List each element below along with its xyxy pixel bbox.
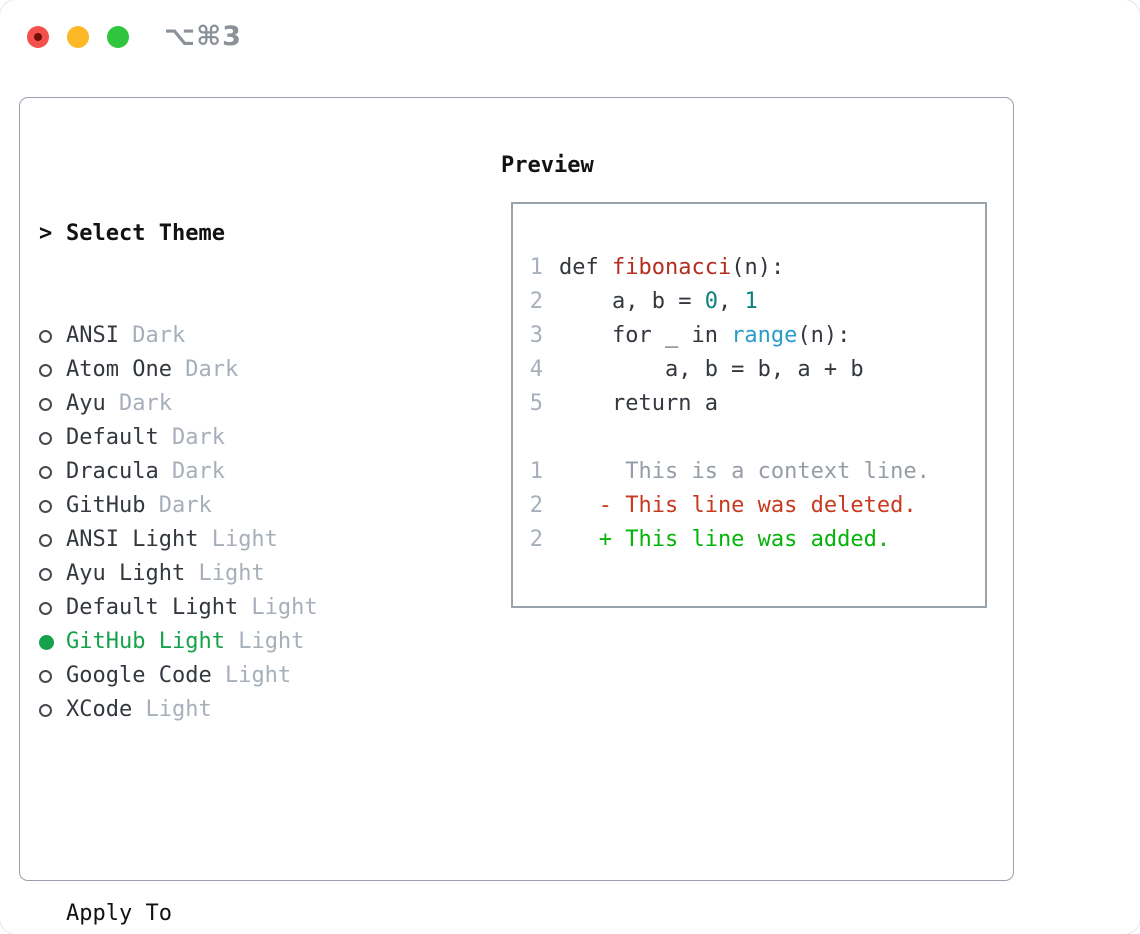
theme-list-header: > Select Theme bbox=[39, 217, 444, 251]
option-variant-label: Dark bbox=[158, 459, 225, 484]
theme-list-title: Select Theme bbox=[66, 221, 225, 246]
option-variant-label: Light bbox=[198, 527, 278, 552]
line-number: 2 bbox=[529, 493, 543, 518]
code-segment-plain: (n): bbox=[797, 323, 851, 348]
code-line: 1 def fibonacci(n): bbox=[529, 251, 985, 285]
option-label: Ayu bbox=[66, 391, 106, 416]
line-number: 3 bbox=[529, 323, 543, 348]
line-number: 5 bbox=[529, 391, 543, 416]
radio-selected-icon bbox=[39, 634, 54, 650]
option-label: GitHub bbox=[66, 493, 146, 518]
code-segment-plain: return a bbox=[559, 391, 718, 416]
line-number: 2 bbox=[529, 527, 543, 552]
code-segment-plain: a, b = b, a + b bbox=[559, 357, 864, 382]
code-line: 2 a, b = 0, 1 bbox=[529, 285, 985, 319]
theme-option-github[interactable]: GitHub Dark bbox=[39, 489, 444, 523]
selection-cursor-icon: > bbox=[39, 221, 53, 246]
radio-unselected-icon bbox=[39, 533, 52, 547]
minimize-button[interactable] bbox=[67, 26, 89, 48]
code-segment-context: This is a context line. bbox=[559, 459, 930, 484]
theme-option-default[interactable]: Default Dark bbox=[39, 421, 444, 455]
code-line: 5 return a bbox=[529, 387, 985, 421]
theme-option-xcode[interactable]: XCode Light bbox=[39, 693, 444, 727]
line-number: 4 bbox=[529, 357, 543, 382]
radio-unselected-icon bbox=[39, 499, 52, 513]
option-variant-label: Dark bbox=[171, 357, 239, 382]
apply-to-title: Apply To bbox=[66, 901, 172, 926]
option-label: Default bbox=[66, 425, 159, 450]
code-segment-plain: (n): bbox=[731, 255, 785, 280]
code-segment-deleted: - This line was deleted. bbox=[559, 493, 917, 518]
option-variant-label: Dark bbox=[105, 391, 172, 416]
theme-option-github-light[interactable]: GitHub Light Light bbox=[39, 625, 444, 659]
code-line: 4 a, b = b, a + b bbox=[529, 353, 985, 387]
code-line: 2 - This line was deleted. bbox=[529, 489, 985, 523]
theme-option-ayu[interactable]: Ayu Dark bbox=[39, 387, 444, 421]
code-segment-builtin: range bbox=[731, 323, 798, 348]
option-label: Google Code bbox=[66, 663, 212, 688]
radio-unselected-icon bbox=[39, 363, 52, 377]
option-variant-label: Light bbox=[238, 595, 318, 620]
radio-unselected-icon bbox=[39, 601, 52, 615]
window-shortcut-label: ⌥⌘3 bbox=[164, 21, 242, 52]
option-label: ANSI bbox=[66, 323, 119, 348]
line-number bbox=[529, 421, 543, 455]
theme-option-default-light[interactable]: Default Light Light bbox=[39, 591, 444, 625]
theme-option-google-code[interactable]: Google Code Light bbox=[39, 659, 444, 693]
spacer bbox=[39, 795, 444, 829]
code-segment-plain: def bbox=[559, 255, 612, 280]
line-number: 1 bbox=[529, 255, 543, 280]
theme-option-ansi-light[interactable]: ANSI Light Light bbox=[39, 523, 444, 557]
option-variant-label: Dark bbox=[158, 425, 225, 450]
code-segment-added: + This line was added. bbox=[559, 527, 891, 552]
theme-option-atom-one[interactable]: Atom One Dark bbox=[39, 353, 444, 387]
radio-unselected-icon bbox=[39, 669, 52, 683]
option-variant-label: Dark bbox=[145, 493, 212, 518]
option-label: Default Light bbox=[66, 595, 239, 620]
close-dot-icon bbox=[34, 33, 42, 41]
code-segment-number: 0 bbox=[704, 289, 718, 314]
code-segment-plain: for _ in bbox=[559, 323, 732, 348]
radio-unselected-icon bbox=[39, 329, 52, 343]
code-blank-line bbox=[529, 421, 985, 455]
option-label: Ayu Light bbox=[66, 561, 186, 586]
close-button[interactable] bbox=[27, 26, 49, 48]
option-variant-label: Light bbox=[185, 561, 265, 586]
code-segment-function: fibonacci bbox=[611, 255, 732, 280]
option-label: Dracula bbox=[66, 459, 159, 484]
line-number: 2 bbox=[529, 289, 543, 314]
option-variant-label: Dark bbox=[118, 323, 186, 348]
code-line: 3 for _ in range(n): bbox=[529, 319, 985, 353]
theme-option-ayu-light[interactable]: Ayu Light Light bbox=[39, 557, 444, 591]
option-label: GitHub Light bbox=[66, 629, 225, 654]
code-line: 1 This is a context line. bbox=[529, 455, 985, 489]
theme-option-ansi[interactable]: ANSI Dark bbox=[39, 319, 444, 353]
code-segment-number: 1 bbox=[744, 289, 758, 314]
option-variant-label: Light bbox=[211, 663, 292, 688]
line-number: 1 bbox=[529, 459, 543, 484]
theme-option-dracula[interactable]: Dracula Dark bbox=[39, 455, 444, 489]
radio-unselected-icon bbox=[39, 465, 52, 479]
radio-unselected-icon bbox=[39, 567, 52, 581]
option-label: Atom One bbox=[66, 357, 172, 382]
option-variant-label: Light bbox=[132, 697, 212, 722]
radio-unselected-icon bbox=[39, 431, 52, 445]
apply-to-header: Apply To bbox=[39, 897, 444, 931]
code-segment-plain: , bbox=[717, 289, 745, 314]
code-line: 2 + This line was added. bbox=[529, 523, 985, 557]
code-segment-plain: a, b = bbox=[559, 289, 705, 314]
option-label: XCode bbox=[66, 697, 133, 722]
option-label: ANSI Light bbox=[66, 527, 199, 552]
preview-title: Preview bbox=[501, 153, 594, 178]
radio-unselected-icon bbox=[39, 703, 52, 717]
title-bar: ⌥⌘3 bbox=[27, 21, 242, 52]
zoom-button[interactable] bbox=[107, 26, 129, 48]
option-variant-label: Light bbox=[224, 629, 305, 654]
radio-unselected-icon bbox=[39, 397, 52, 411]
